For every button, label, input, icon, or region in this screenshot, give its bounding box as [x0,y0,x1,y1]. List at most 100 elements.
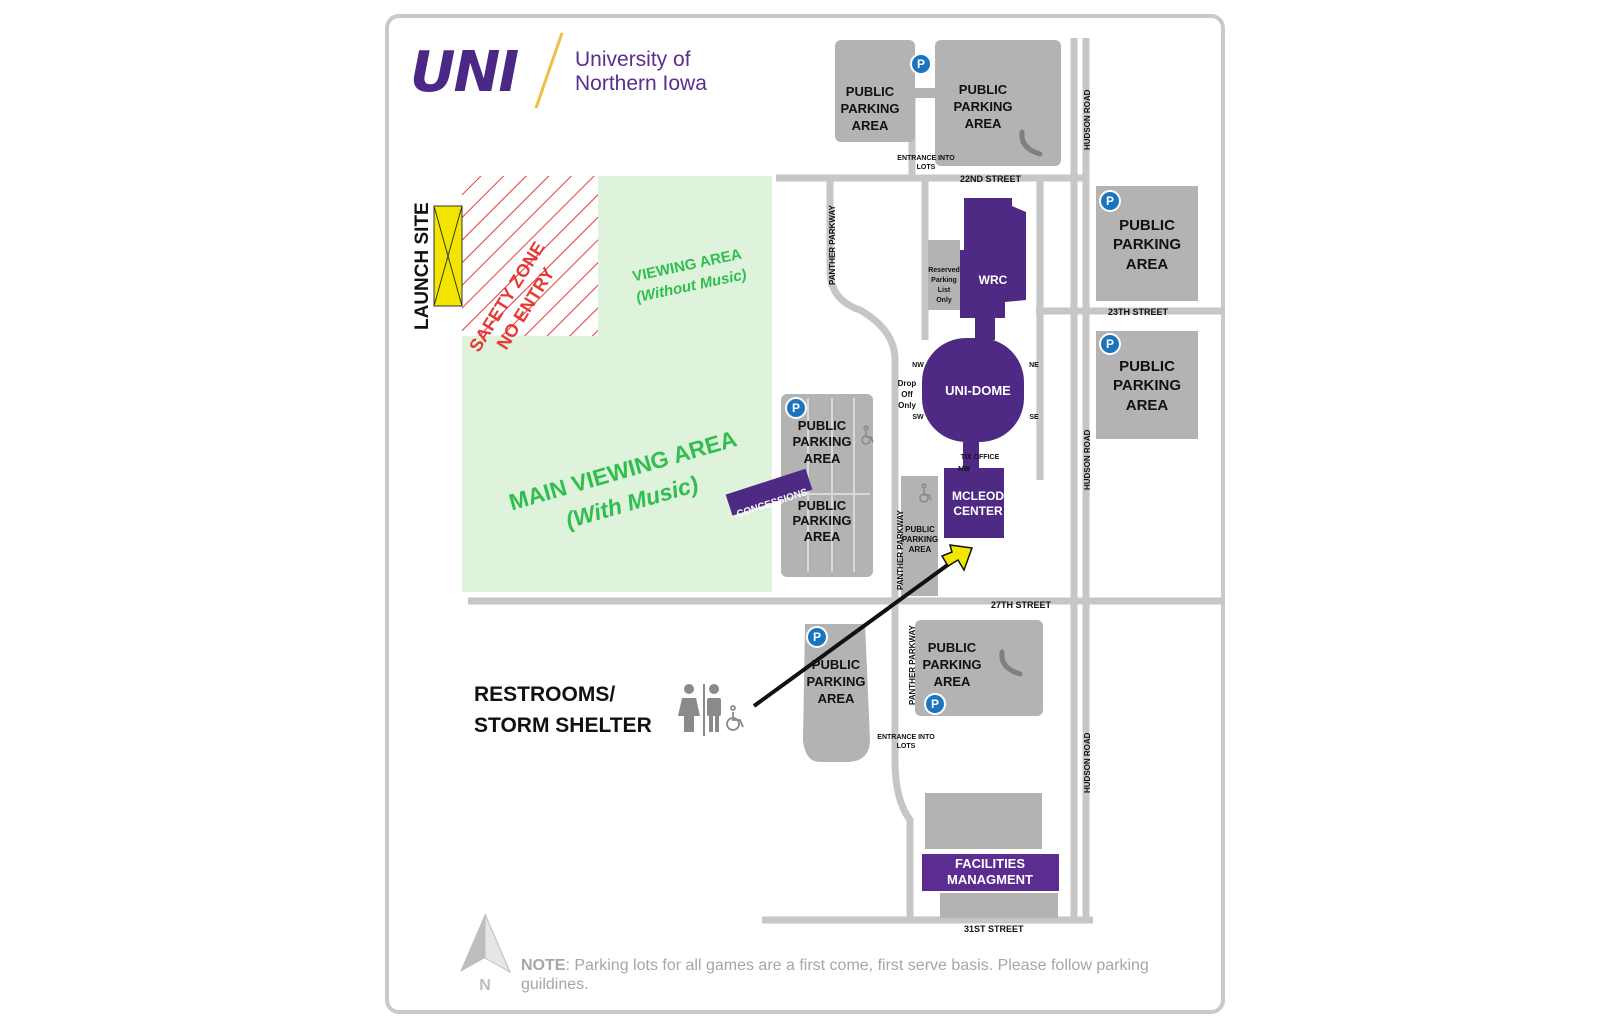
svg-text:PUBLIC: PUBLIC [812,657,861,672]
restrooms-line1: RESTROOMS/ [474,683,615,706]
street-label-27th: 27TH STREET [991,600,1052,610]
svg-text:PARKING: PARKING [923,657,982,672]
svg-text:P: P [1106,194,1114,208]
svg-text:AREA: AREA [1126,397,1169,414]
mcleod-label-line1: MCLEOD [952,489,1004,503]
mcleod-label-line2: CENTER [953,504,1003,518]
street-label-panther-2: PANTHER PARKWAY [896,509,905,590]
accessible-icon [919,483,932,503]
phone-icons [999,129,1043,677]
lot-north-east [935,40,1061,166]
svg-text:PARKING: PARKING [1113,236,1181,253]
street-label-hudson-3: HUDSON ROAD [1083,732,1092,793]
reserved-label-4: Only [936,297,952,304]
dome-sw-label: SW [912,414,924,421]
uni-dome-building [922,338,1024,442]
north-label: N [479,977,491,994]
svg-text:PUBLIC: PUBLIC [798,498,847,513]
lot-label-south-west: PUBLIC PARKING AREA [807,657,866,706]
lot-label-east-south: PUBLIC PARKING AREA [1113,358,1181,414]
parking-icon: P [910,53,932,75]
wrc-building [960,198,1026,318]
small-labels: ENTRANCE INTO LOTS ENTRANCE INTO LOTS Re… [877,155,1039,750]
svg-text:PUBLIC: PUBLIC [798,418,847,433]
svg-text:PUBLIC: PUBLIC [959,82,1008,97]
svg-text:P: P [813,630,821,644]
drop-off-label-2: Off [901,390,913,399]
svg-text:PARKING: PARKING [807,674,866,689]
street-label-hudson-2: HUDSON ROAD [1083,429,1092,490]
svg-text:PUBLIC: PUBLIC [928,640,977,655]
university-name: University of Northern Iowa [575,48,707,96]
lot-reserved [928,240,960,310]
road-panther-parkway-south [891,601,914,920]
street-label-31st: 31ST STREET [964,924,1024,934]
entrance-label-north-1: ENTRANCE INTO [897,155,955,162]
facilities-label-line1: FACILITIES [955,856,1025,871]
svg-text:PUBLIC: PUBLIC [846,84,895,99]
svg-text:AREA: AREA [909,545,932,554]
dome-nw-label: NW [912,362,924,369]
uni-dome-label: UNI-DOME [945,383,1011,398]
roads [468,38,1225,924]
street-label-hudson-1: HUDSON ROAD [1083,89,1092,150]
street-label-panther-3: PANTHER PARKWAY [908,624,917,705]
reserved-label-2: Parking [931,277,957,284]
north-arrow-icon: N [460,913,512,994]
svg-text:P: P [917,57,925,71]
lot-south-east [915,620,1043,716]
dome-connector [963,442,979,472]
mcleod-center-building [944,468,1004,538]
lot-facilities-south [940,893,1058,918]
facilities-management-building [922,854,1059,891]
parking-note: NOTE: Parking lots for all games are a f… [521,956,1161,994]
lot-facilities [925,793,1042,849]
mcleod-nw-label: NW [958,466,970,473]
dome-ne-label: NE [1029,362,1039,369]
svg-text:P: P [1106,337,1114,351]
buildings [725,198,1059,891]
road-panther-parkway [826,178,899,601]
phone-icon [999,649,1023,677]
svg-text:AREA: AREA [1126,256,1169,273]
svg-text:P: P [931,697,939,711]
parking-icons: P P P P P P [785,53,1121,715]
svg-text:PUBLIC: PUBLIC [1119,217,1175,234]
parking-icon: P [1099,333,1121,355]
svg-text:AREA: AREA [965,116,1002,131]
svg-text:PUBLIC: PUBLIC [1119,358,1175,375]
svg-text:PARKING: PARKING [793,434,852,449]
lot-north-connector [915,88,955,98]
concessions-stand [725,468,813,516]
university-name-line1: University of [575,48,691,71]
phone-icon [1019,129,1043,157]
svg-text:AREA: AREA [804,529,841,544]
university-name-line2: Northern Iowa [575,72,707,95]
parking-icon: P [924,693,946,715]
street-label-panther-1: PANTHER PARKWAY [828,204,837,285]
reserved-label-3: List [938,287,951,294]
parking-lots [781,40,1198,918]
parking-icon: P [785,397,807,419]
lot-north-west [835,40,915,142]
dome-se-label: SE [1029,414,1039,421]
lot-label-south-east: PUBLIC PARKING AREA [923,640,982,689]
svg-text:AREA: AREA [934,674,971,689]
street-label-23rd: 23TH STREET [1108,307,1169,317]
restroom-icon [678,684,721,736]
svg-text:AREA: AREA [818,691,855,706]
svg-text:P: P [792,401,800,415]
accessible-icon [726,705,744,731]
accessible-icon [861,425,874,445]
svg-text:PARKING: PARKING [1113,377,1181,394]
parking-icon: P [1099,190,1121,212]
svg-text:PARKING: PARKING [902,535,938,544]
facilities-label-line2: MANAGMENT [947,872,1033,887]
